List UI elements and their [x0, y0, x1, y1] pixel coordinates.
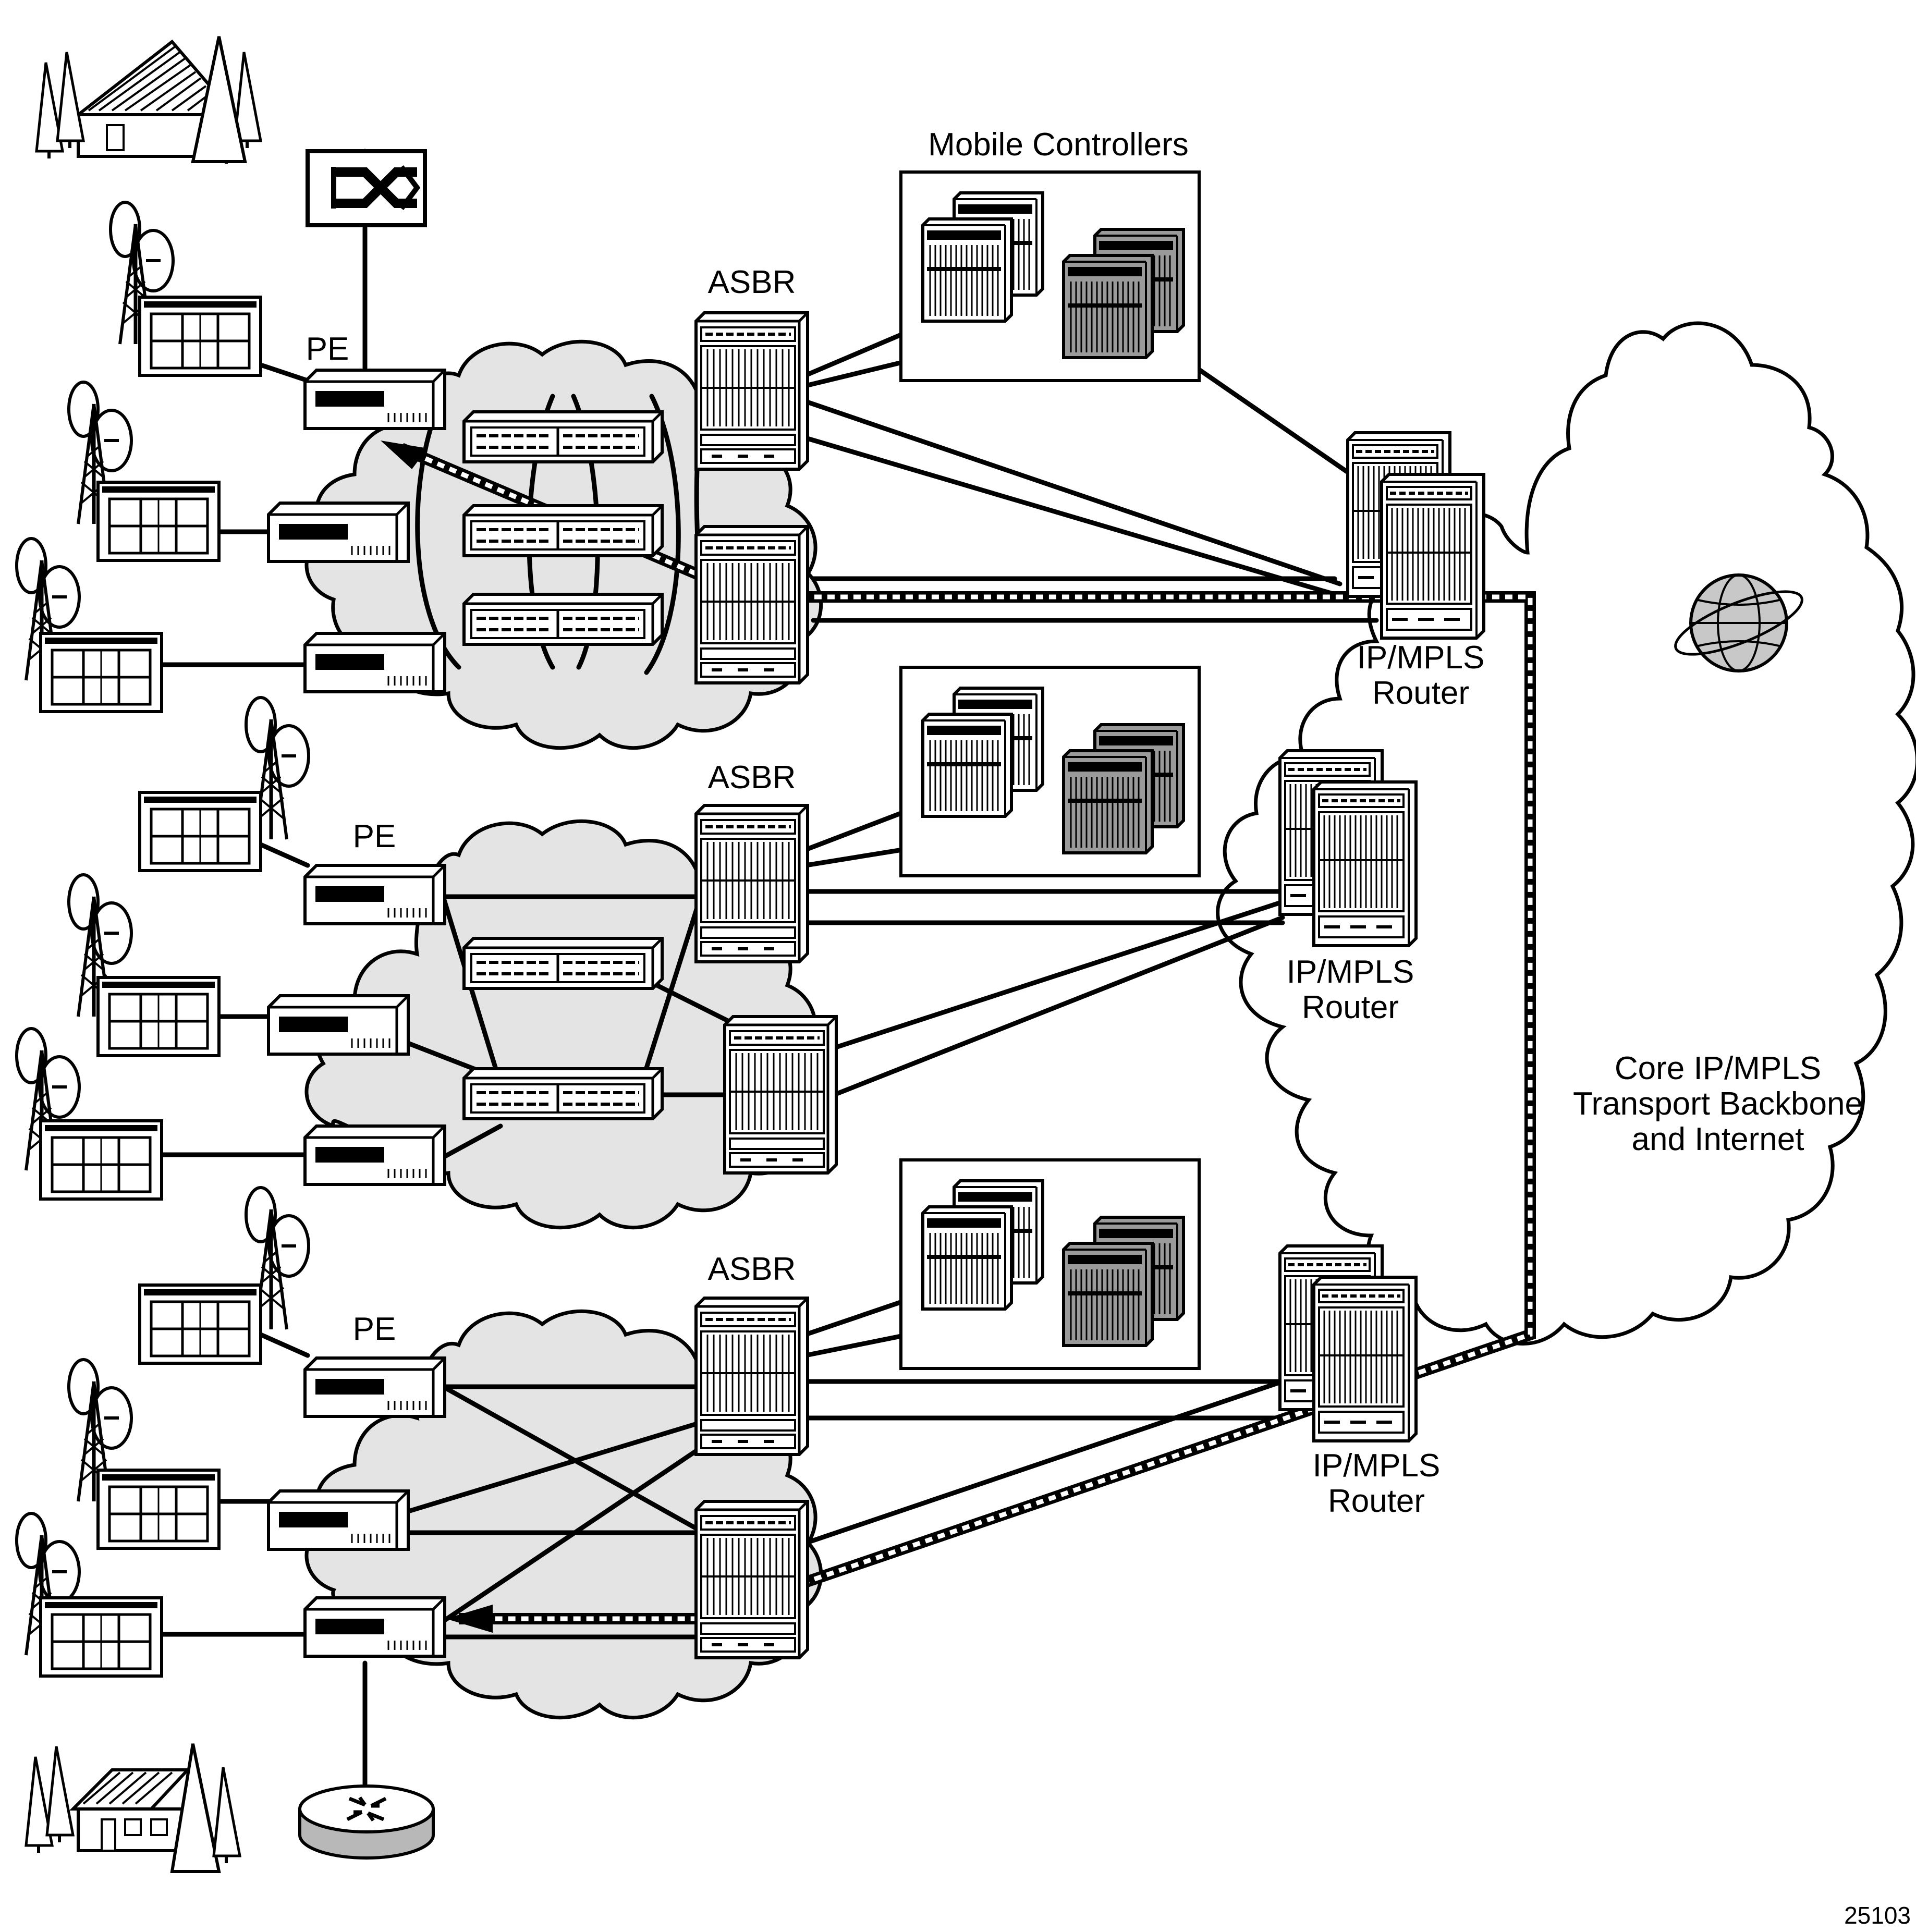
base-station-icon: [41, 1598, 162, 1676]
switch-crossbar-icon: [306, 149, 427, 227]
ip-mpls-router-icon: [1314, 782, 1416, 946]
base-station-icon: [140, 1285, 261, 1363]
ip-mpls-router-icon: [1382, 474, 1484, 638]
router-label-1-line2: Router: [1372, 675, 1469, 711]
mobile-controller-icon: [1064, 751, 1152, 853]
base-station-icon: [98, 482, 219, 560]
asbr-label-3: ASBR: [708, 1251, 796, 1287]
pe-router-icon: [269, 503, 408, 561]
cell-site-1: [111, 202, 261, 375]
base-station-icon: [98, 977, 219, 1056]
aggregation-switch-icon: [464, 506, 662, 556]
pe-label-2: PE: [353, 818, 396, 854]
pe-router-icon: [305, 633, 445, 692]
mobile-controller-icon: [923, 714, 1011, 816]
globe-icon: [1674, 573, 1803, 672]
router-label-1-line1: IP/MPLS: [1357, 640, 1485, 676]
mobile-controller-icon: [1064, 1243, 1152, 1346]
traffic-path: [381, 441, 1536, 1633]
mobile-controller-icon: [923, 219, 1011, 321]
mobile-controllers-group-1: [899, 170, 1201, 382]
asbr-label-1: ASBR: [708, 264, 796, 300]
mobile-controllers-group-3: [899, 1158, 1201, 1370]
base-station-icon: [140, 792, 261, 871]
path-arrowhead-bottom: [446, 1605, 493, 1633]
asbr-chassis-icon: [696, 1298, 808, 1454]
ip-mpls-router-icon: [1314, 1277, 1416, 1441]
cell-site-3: [17, 539, 162, 712]
house-icon: [26, 1743, 240, 1873]
mobile-controller-icon: [923, 1207, 1011, 1309]
pe-router-icon: [305, 865, 445, 924]
pe-router-icon: [269, 996, 408, 1054]
router-label-2-line1: IP/MPLS: [1287, 954, 1414, 990]
asbr-chassis-icon: [696, 313, 808, 469]
aggregation-switch-icon: [464, 1069, 662, 1119]
pe-router-icon: [305, 1126, 445, 1184]
base-station-icon: [98, 1470, 219, 1548]
enterprise-building-icon: [36, 36, 261, 164]
router-label-3-line2: Router: [1328, 1483, 1425, 1519]
pe-router-icon: [269, 1491, 408, 1549]
asbr-label-2: ASBR: [708, 760, 796, 796]
cell-site-4: [140, 698, 309, 871]
asbr-chassis-icon: [696, 527, 808, 683]
router-icon: [298, 1784, 435, 1860]
aggregation-switch-icon: [464, 938, 662, 988]
mobile-controllers-group-2: [899, 666, 1201, 877]
cell-site-2: [69, 382, 219, 560]
aggregation-switch-icon: [464, 594, 662, 644]
mobile-controllers-label: Mobile Controllers: [928, 127, 1189, 163]
cell-site-5: [69, 875, 219, 1056]
base-station-icon: [140, 297, 261, 375]
pe-router-icon: [305, 1598, 445, 1656]
aggregation-switch-icon: [464, 412, 662, 462]
asbr-chassis-icon: [725, 1017, 836, 1173]
base-station-icon: [41, 1121, 162, 1199]
base-station-icon: [41, 633, 162, 712]
core-label-line2: Transport Backbone: [1573, 1086, 1863, 1122]
mobile-controller-icon: [1064, 255, 1152, 358]
path-arrowhead-top: [381, 441, 428, 469]
router-label-3-line1: IP/MPLS: [1313, 1448, 1441, 1484]
pe-router-icon: [305, 1358, 445, 1416]
core-label-line3: and Internet: [1632, 1121, 1804, 1157]
figure-number: 25103: [1844, 1902, 1911, 1929]
router-label-2-line2: Router: [1302, 989, 1399, 1025]
pe-router-icon: [305, 370, 445, 429]
core-label-line1: Core IP/MPLS: [1615, 1050, 1821, 1086]
pe-label-1: PE: [306, 331, 349, 367]
cell-site-7: [140, 1188, 309, 1363]
asbr-chassis-icon: [696, 805, 808, 962]
pe-label-3: PE: [353, 1311, 396, 1347]
cell-site-8: [69, 1360, 219, 1548]
asbr-chassis-icon: [696, 1501, 808, 1658]
